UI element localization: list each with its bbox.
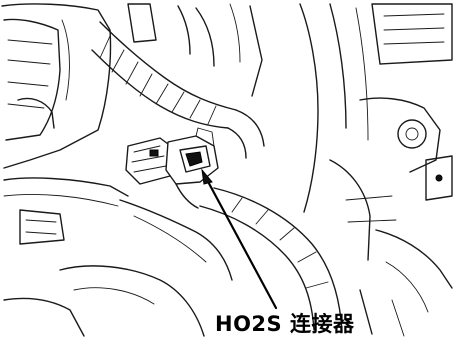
ho2s-connector-label: HO2S 连接器 xyxy=(215,312,355,336)
lower-hose xyxy=(3,187,343,337)
ho2s-connector xyxy=(125,127,219,209)
engine-block-outline xyxy=(1,3,129,245)
right-engine-components xyxy=(299,3,453,337)
wiring-harness xyxy=(91,21,265,159)
upper-bracket xyxy=(127,3,263,97)
callout-leader xyxy=(201,168,278,310)
